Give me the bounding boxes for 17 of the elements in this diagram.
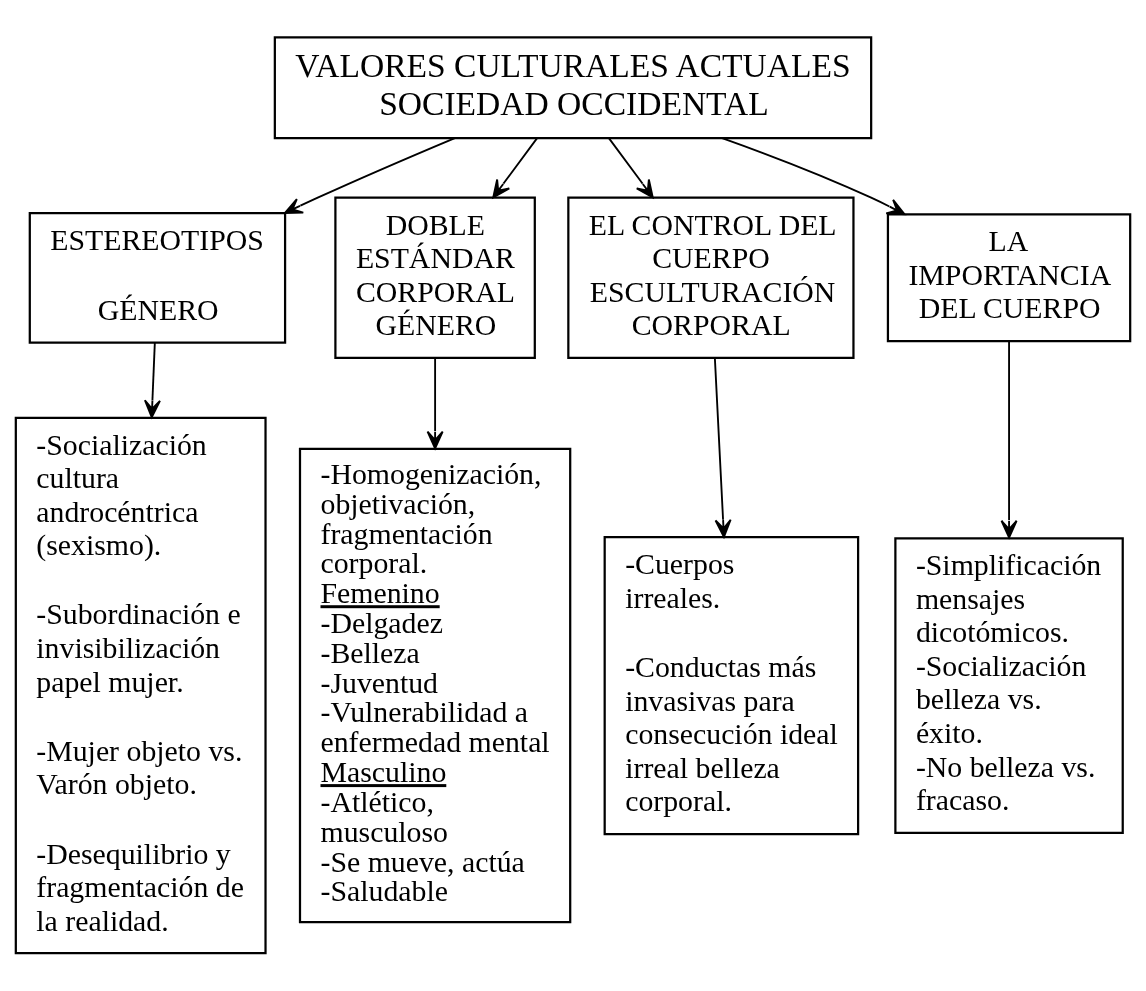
node-box: VALORES CULTURALES ACTUALES SOCIEDAD OCCIDENTAL	[273, 36, 873, 140]
node-box: -Cuerpos irreales. -Conductas más invasivas para consecución ideal irreal belleza corporal.	[603, 535, 860, 836]
node-box: LA IMPORTANCIA DEL CUERPO	[886, 213, 1132, 343]
node-box: DOBLE ESTÁNDAR CORPORAL GÉNERO	[334, 196, 536, 360]
node-box: EL CONTROL DEL CUERPO ESCULTURACIÓN CORPORAL	[567, 196, 855, 360]
arrow	[607, 137, 654, 199]
node-box: -Socialización cultura androcéntrica (sexismo). -Subordinación e invisibilización papel mujer. -Mujer objeto vs. Varón objeto. -Desequilibrio y fragmentación de la realidad.	[14, 416, 267, 955]
arrow	[721, 137, 906, 216]
node-box: -Simplificación mensajes dicotómicos. -Socialización belleza vs. éxito. -No belleza vs. fracaso.	[894, 537, 1124, 834]
arrow	[283, 137, 456, 214]
arrow	[1000, 341, 1018, 539]
arrow	[143, 341, 161, 419]
arrow	[426, 357, 444, 450]
arrow	[713, 357, 732, 538]
arrow	[492, 137, 539, 199]
node-box: ESTEREOTIPOS GÉNERO	[28, 212, 287, 344]
node-box: -Homogenización, objetivación, fragmentación corporal. Femenino -Delgadez -Belleza -Juventud -Vulnerabilidad a enfermedad mental Masculino -Atlético, musculoso -Se mueve, actúa -Saludable	[298, 447, 572, 924]
